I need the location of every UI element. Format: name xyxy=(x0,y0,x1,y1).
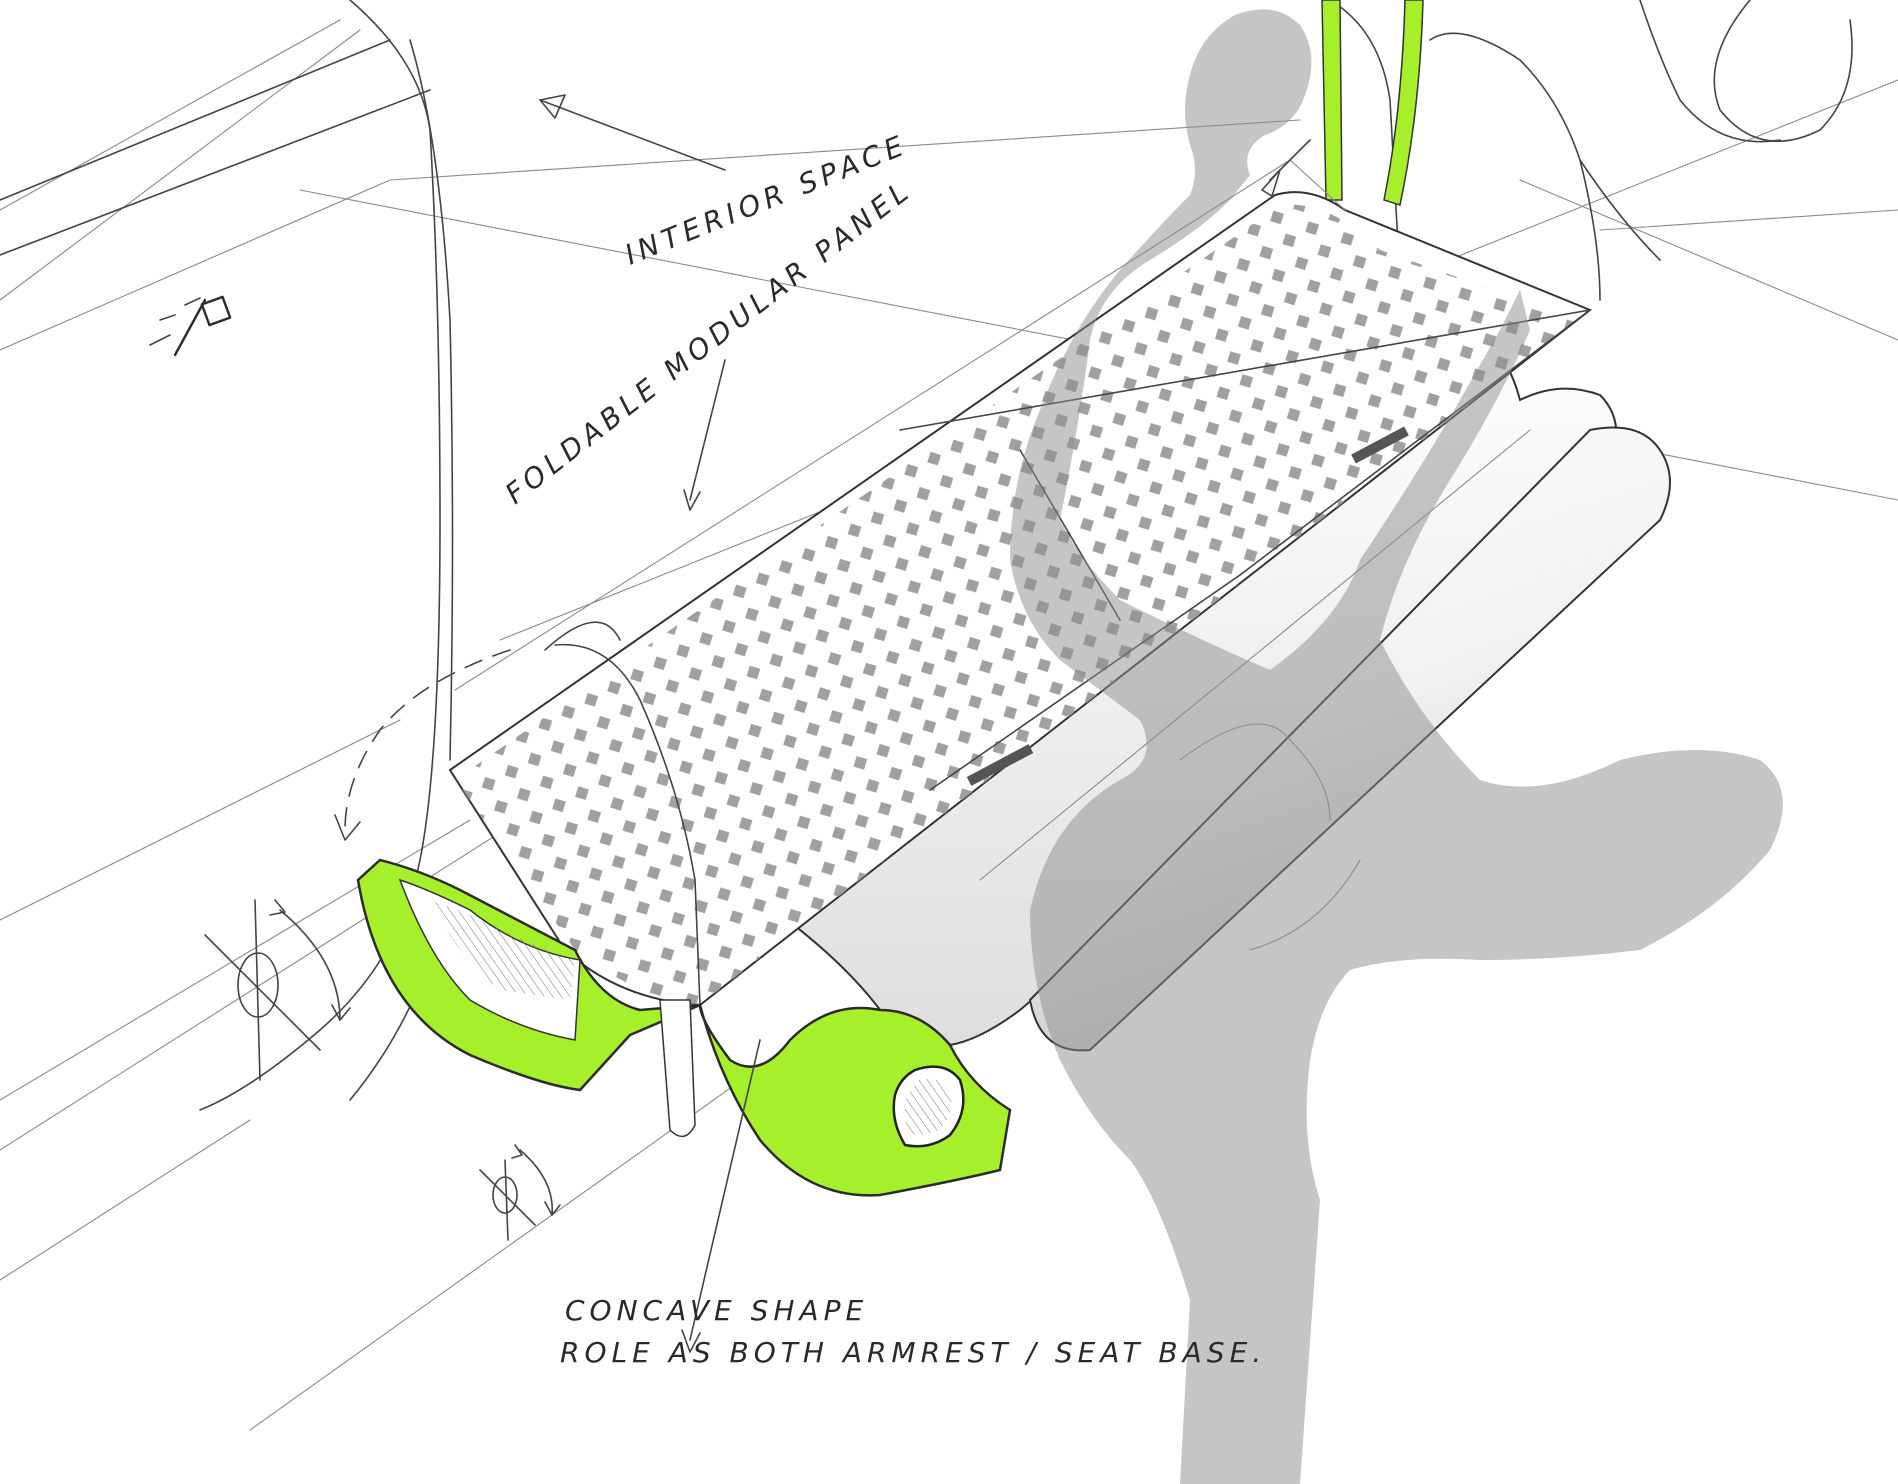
fold-arrow-head xyxy=(334,814,361,841)
leader-arrows xyxy=(539,94,1311,1353)
upper-frame-bars xyxy=(1321,0,1424,206)
fold-swing-arc xyxy=(344,649,511,831)
door-handle-sketch xyxy=(149,295,232,357)
side-frame-green xyxy=(356,858,1012,1197)
note-role-armrest-seat: ROLE AS BOTH ARMREST / SEAT BASE. xyxy=(560,1336,1266,1369)
human-silhouette-shadow xyxy=(1010,9,1783,1484)
rotation-axis-lower xyxy=(479,1144,561,1241)
note-concave-shape: CONCAVE SHAPE xyxy=(565,1294,868,1327)
seat-panel xyxy=(448,159,1592,1007)
rotation-axis-upper xyxy=(204,899,351,1081)
